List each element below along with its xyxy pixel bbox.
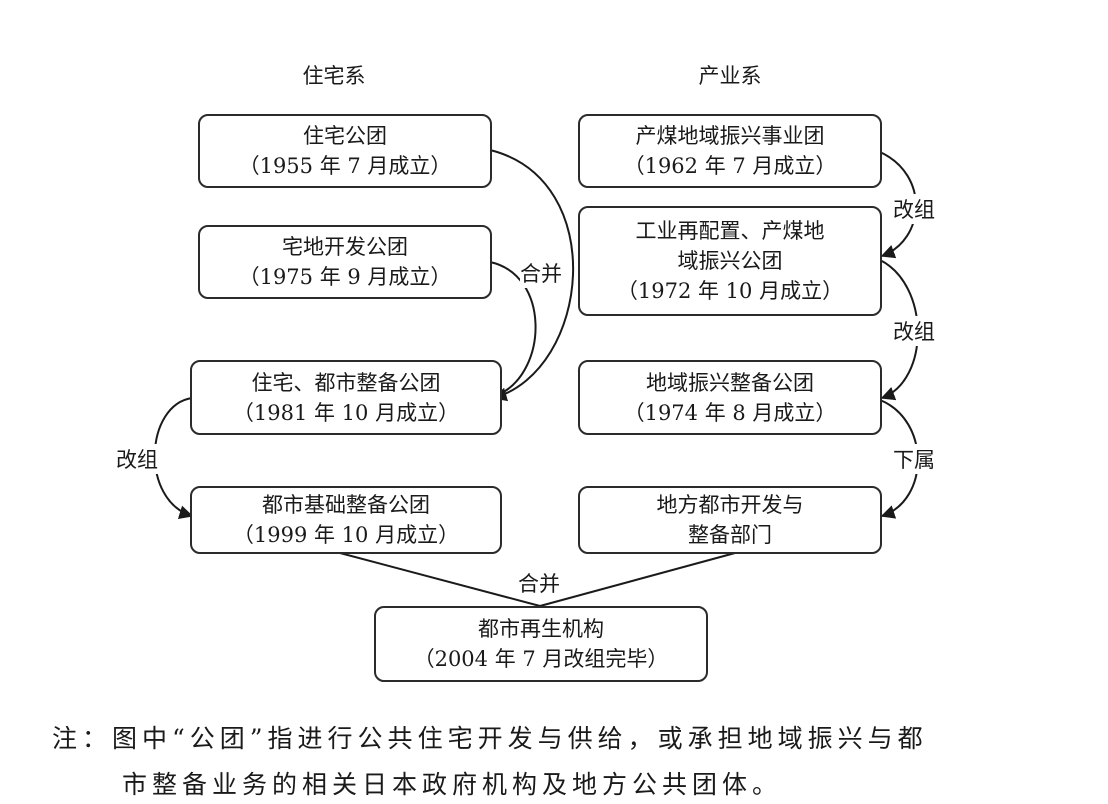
box-date: （1962 年 7 月成立） <box>623 154 837 178</box>
footnote: 注：图中“公团”指进行公共住宅开发与供给，或承担地域振兴与都 市整备业务的相关日… <box>52 716 928 804</box>
merge-curve-outer <box>489 149 575 402</box>
box-date: （1955 年 7 月成立） <box>238 154 452 178</box>
merge-label-top: 合并 <box>520 258 562 288</box>
box-title: 住宅、都市整备公团 <box>251 370 441 395</box>
regional-dev-corp-box: 地域振兴整备公团 （1974 年 8 月成立） <box>578 360 882 435</box>
box-date: （1975 年 9 月成立） <box>238 265 452 289</box>
industry-header: 产业系 <box>698 64 762 88</box>
ur-agency-box: 都市再生机构 （2004 年 7 月改组完毕） <box>374 606 708 682</box>
footnote-line1: 注：图中“公团”指进行公共住宅开发与供给，或承担地域振兴与都 <box>52 724 928 753</box>
merge-line-left <box>339 552 541 607</box>
housing-corp-box: 住宅公团 （1955 年 7 月成立） <box>198 114 492 188</box>
coal-region-agency-box: 产煤地域振兴事业团 （1962 年 7 月成立） <box>578 114 882 188</box>
box-date: （1974 年 8 月成立） <box>623 400 837 425</box>
box-title-line1: 工业再配置、产煤地 <box>635 219 825 243</box>
box-title: 地域振兴整备公团 <box>646 370 814 395</box>
box-date: （2004 年 7 月改组完毕） <box>413 647 669 671</box>
housing-header: 住宅系 <box>302 64 366 88</box>
reorg-label-1: 改组 <box>893 194 935 224</box>
box-title: 都市基础整备公团 <box>262 493 430 517</box>
box-date: （1999 年 10 月成立） <box>232 523 460 547</box>
box-title: 产煤地域振兴事业团 <box>635 124 825 148</box>
box-title-line2: 整备部门 <box>688 523 772 547</box>
box-title: 都市再生机构 <box>478 617 604 641</box>
reorg-label-left: 改组 <box>116 444 158 474</box>
box-title-line2: 域振兴公团 <box>677 249 783 273</box>
reorg-label-2: 改组 <box>893 316 935 346</box>
land-dev-corp-box: 宅地开发公团 （1975 年 9 月成立） <box>198 225 492 299</box>
box-title: 住宅公团 <box>303 124 387 148</box>
urban-infra-corp-box: 都市基础整备公团 （1999 年 10 月成立） <box>190 486 502 554</box>
box-title: 宅地开发公团 <box>282 235 408 259</box>
box-date: （1972 年 10 月成立） <box>616 279 844 303</box>
merge-label-bottom: 合并 <box>518 572 560 596</box>
housing-urban-corp-box: 住宅、都市整备公团 （1981 年 10 月成立） <box>190 360 502 435</box>
reorg-left-arrow <box>153 397 194 519</box>
local-urban-dept-box: 地方都市开发与 整备部门 <box>578 486 882 554</box>
merge-curve-inner <box>489 261 537 395</box>
box-date: （1981 年 10 月成立） <box>232 400 460 425</box>
industrial-relocation-corp-box: 工业再配置、产煤地 域振兴公团 （1972 年 10 月成立） <box>578 206 882 316</box>
merge-line-right <box>539 552 736 607</box>
box-title-line1: 地方都市开发与 <box>656 493 804 517</box>
subordinate-label: 下属 <box>893 444 935 474</box>
footnote-line2: 市整备业务的相关日本政府机构及地方公共团体。 <box>122 770 783 799</box>
